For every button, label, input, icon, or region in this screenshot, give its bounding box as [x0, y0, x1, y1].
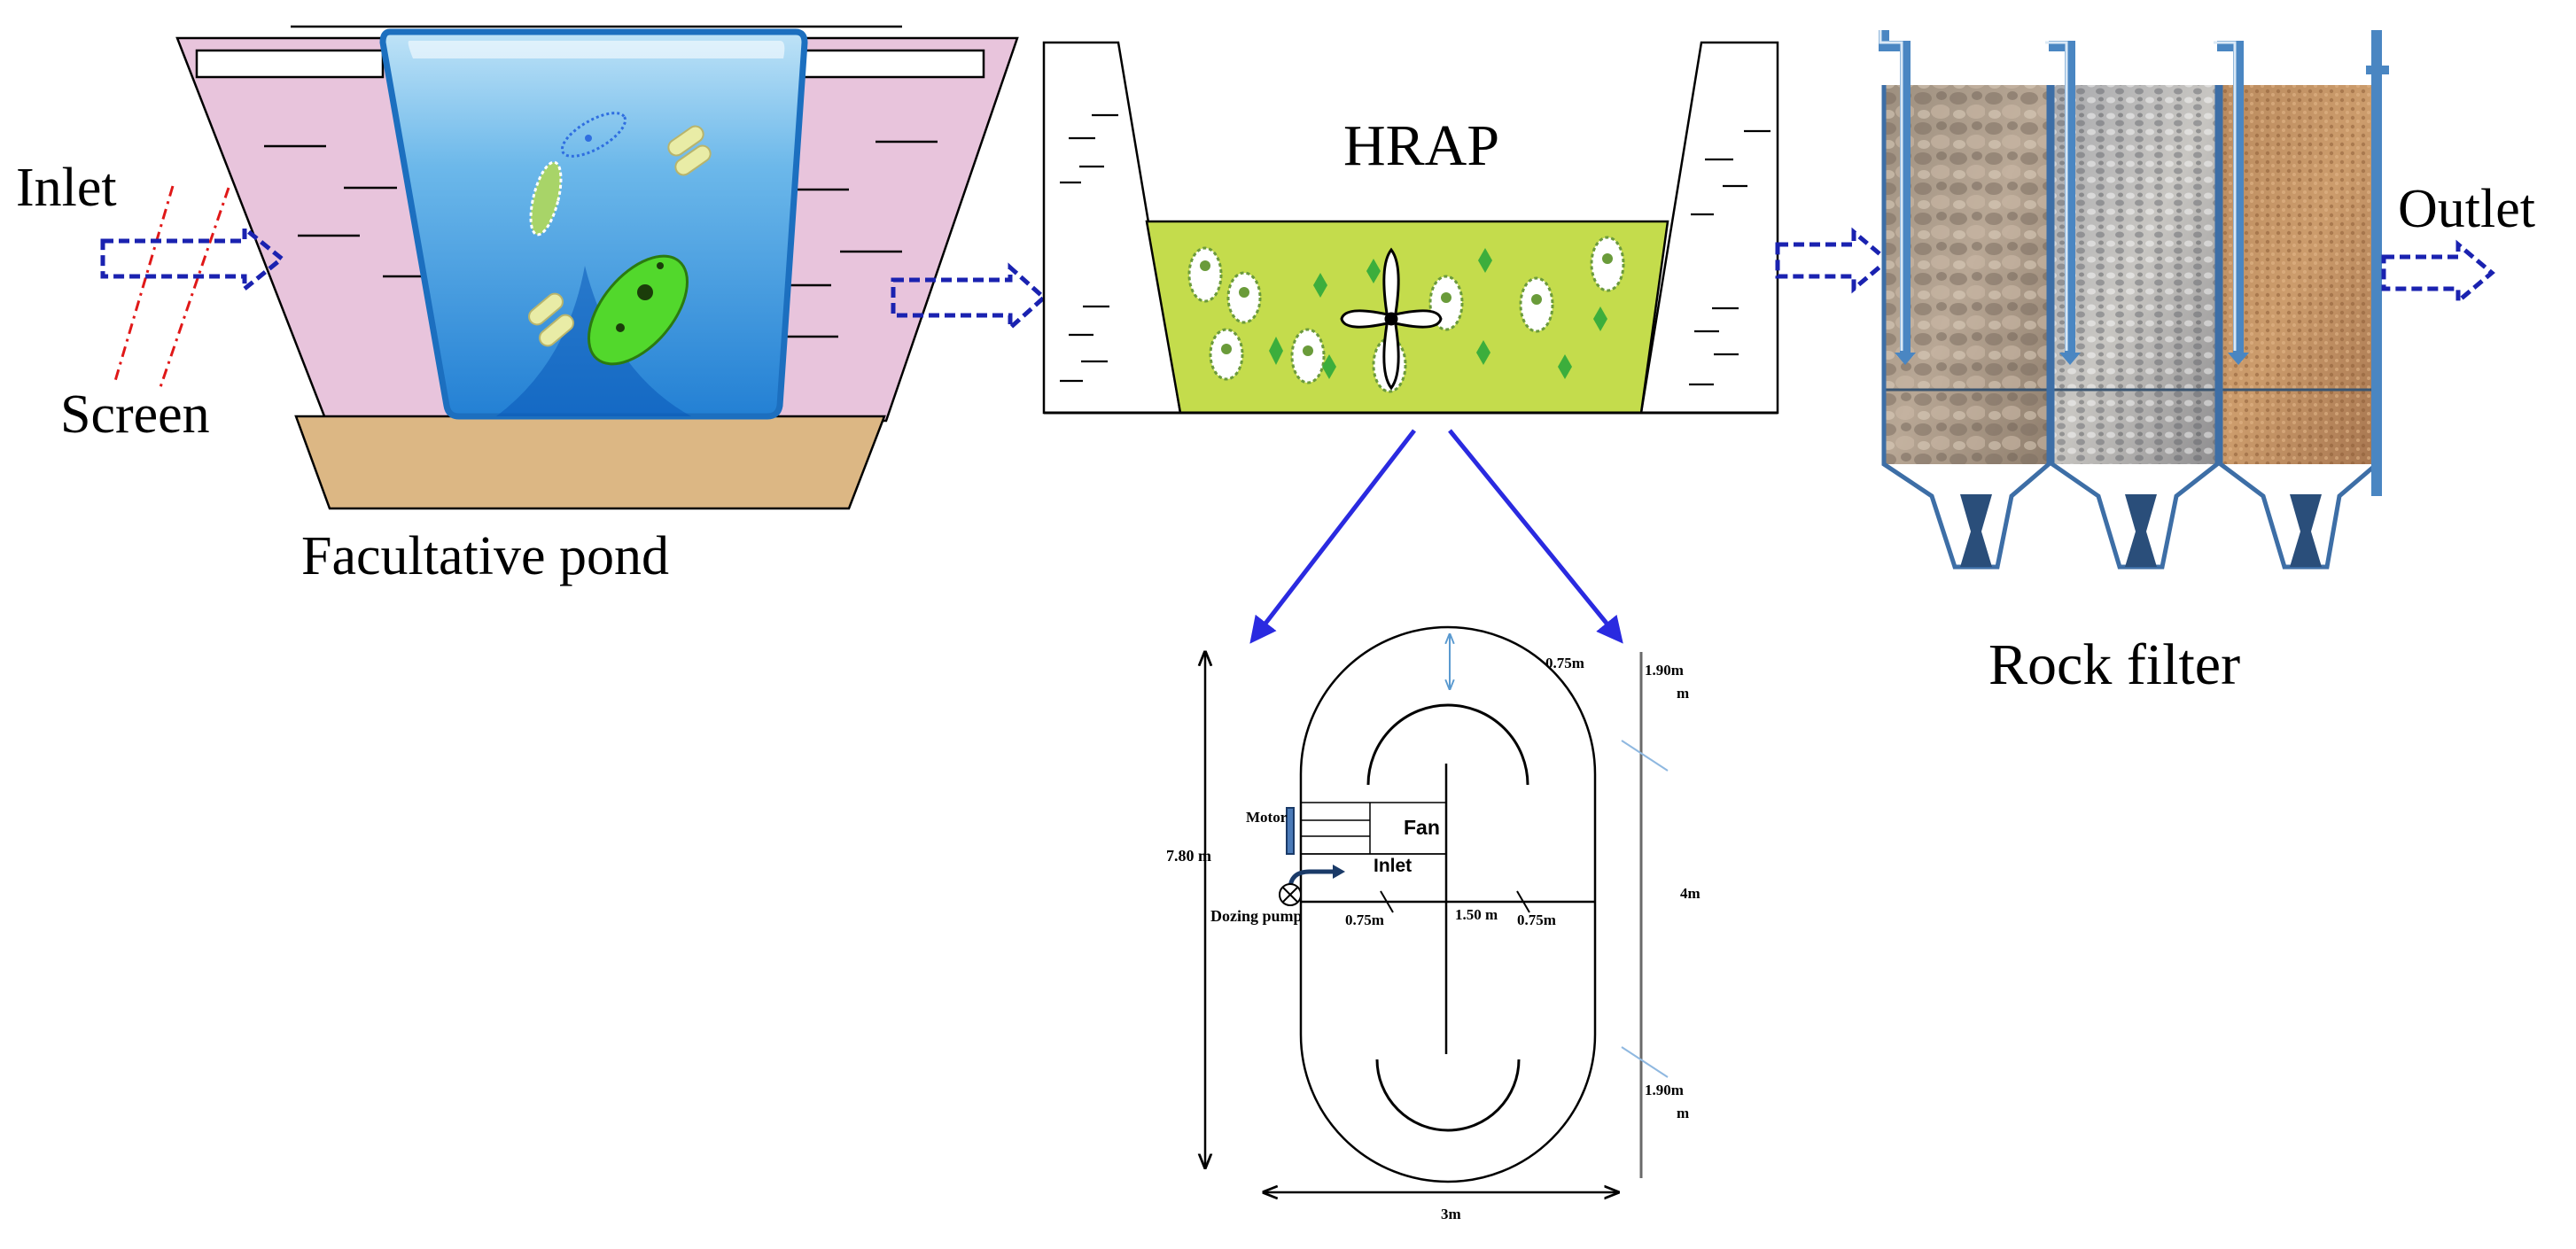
hrap-plan-view: Motor Fan Inlet Dozing pump 7.80 m 0.75m…: [1166, 625, 1700, 1222]
pond-base: [294, 415, 886, 510]
facultative-pond-label: Facultative pond: [301, 526, 669, 586]
paddle-wheel-fan: [1340, 247, 1443, 391]
bottom-right-label-b: m: [1677, 1105, 1689, 1121]
outlet-arrow: [2381, 239, 2495, 306]
top-channel-label: 0.75m: [1545, 655, 1584, 671]
width-bottom-label: 3m: [1441, 1206, 1461, 1222]
paramecium-organism: [587, 254, 689, 366]
inlet-label: Inlet: [16, 158, 117, 218]
rock-filter-pipe-highlights: [1879, 30, 2237, 351]
rock-filter-valves: [1960, 494, 2322, 567]
rock-filter-illustration: [1879, 30, 2389, 570]
top-inner-bend: [1366, 703, 1529, 786]
right-channel-label: 0.75m: [1517, 912, 1556, 928]
dimension-ticks: [1380, 890, 1530, 913]
hrap-to-rock-filter-arrow: [1775, 227, 1891, 294]
pond-left-ledge: [195, 49, 385, 79]
bottom-inner-bend: [1375, 1059, 1521, 1132]
algae-fragments: [1269, 248, 1607, 379]
rock-filter-inflow-pipes: [1879, 30, 2382, 496]
pond-to-hrap-arrow: [891, 262, 1047, 333]
pointer-arrows: [1249, 429, 1623, 644]
dozing-pump-symbol: [1279, 883, 1302, 906]
top-right-label-b: m: [1677, 685, 1689, 702]
flagellate-organism: [529, 160, 563, 237]
bacteria-cluster: [528, 125, 712, 347]
length-label: 7.80 m: [1166, 847, 1211, 865]
motor-symbol: [1286, 807, 1295, 855]
fan-label: Fan: [1404, 816, 1440, 839]
rock-filter-pipe-outlets: [1895, 66, 2389, 365]
hrap-label: HRAP: [1343, 113, 1499, 178]
fan-box: [1300, 802, 1447, 855]
hrap-illustration: [1042, 41, 1779, 415]
screen-label: Screen: [60, 384, 210, 445]
pond-right-ledge: [796, 49, 985, 79]
screen-lines: [113, 185, 230, 391]
right-dimension-separators: [1621, 740, 1669, 1078]
outlet-label: Outlet: [2398, 179, 2535, 239]
center-gap-label: 1.50 m: [1455, 906, 1498, 923]
plan-inlet-label: Inlet: [1374, 856, 1412, 876]
left-channel-label: 0.75m: [1345, 912, 1384, 928]
hrap-water-marks: [1060, 113, 1771, 386]
top-right-label-a: 1.90m: [1645, 662, 1684, 679]
motor-label: Motor: [1246, 809, 1288, 826]
dozing-pump-label: Dozing pump: [1210, 907, 1303, 925]
width-right-label: 4m: [1680, 885, 1700, 902]
inlet-arrow: [100, 223, 285, 294]
raceway-outline: [1299, 625, 1597, 1183]
bottom-right-label-a: 1.90m: [1645, 1082, 1684, 1098]
rock-filter-label: Rock filter: [1988, 632, 2240, 697]
facultative-pond-illustration: [175, 25, 1019, 510]
